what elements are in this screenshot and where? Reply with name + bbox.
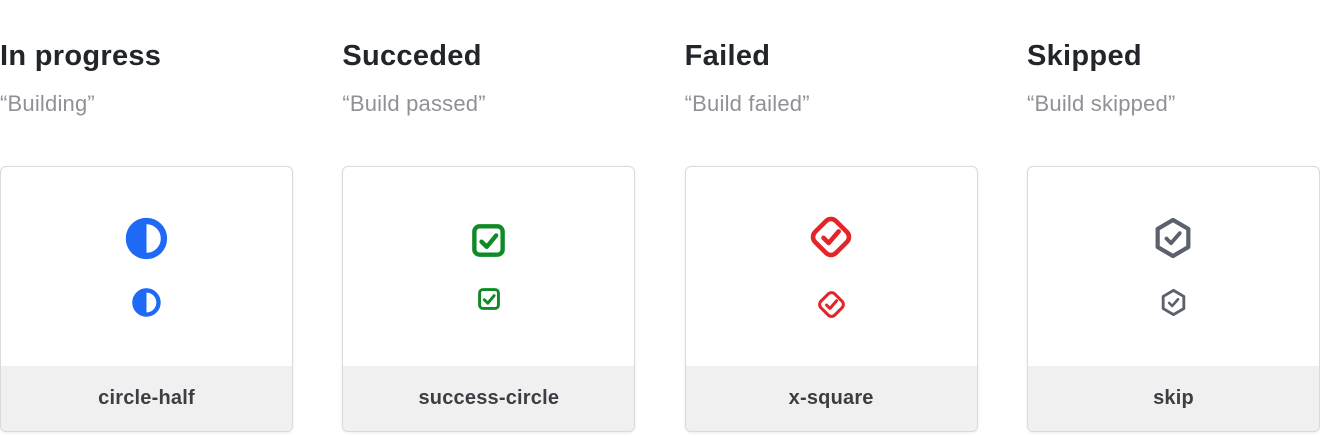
check-square-icon-small [476,286,502,312]
column-skipped: Skipped “Build skipped” skip [1026,0,1320,436]
column-failed: Failed “Build failed” [684,0,978,436]
card-footer: x-square [685,366,977,431]
check-hexagon-icon-small [1158,287,1189,318]
card-footer: circle-half [1,366,292,431]
column-quote: “Build passed” [342,91,486,116]
column-title: Skipped [1026,40,1142,72]
circle-half-icon-large [124,216,169,261]
column-quote: “Build failed” [684,91,810,116]
column-in-progress: In progress “Building” circle- [0,0,293,436]
column-succeeded: Succeded “Build passed” succes [342,0,636,436]
column-title: Failed [684,40,771,72]
check-square-icon-large [469,221,508,260]
check-hexagon-icon-large [1150,215,1196,261]
icon-area [1,167,292,366]
icon-area [343,167,634,366]
icon-name-label: x-square [788,387,874,409]
status-card: success-circle [342,166,636,432]
column-quote: “Building” [0,91,95,116]
column-title: In progress [0,40,162,72]
status-card: skip [1026,166,1320,432]
icon-area [686,167,977,366]
check-diamond-icon-large [806,212,856,262]
icon-area [1028,167,1319,366]
column-quote: “Build skipped” [1026,91,1176,116]
card-footer: skip [1027,366,1319,431]
circle-half-icon-small [131,287,162,318]
column-title: Succeded [342,40,482,72]
card-footer: success-circle [343,366,635,431]
check-diamond-icon-small [815,288,848,321]
icon-name-label: success-circle [418,387,560,409]
icon-name-label: circle-half [98,387,195,409]
status-card: circle-half [0,166,293,432]
status-card: x-square [684,166,978,432]
icon-name-label: skip [1153,387,1194,409]
